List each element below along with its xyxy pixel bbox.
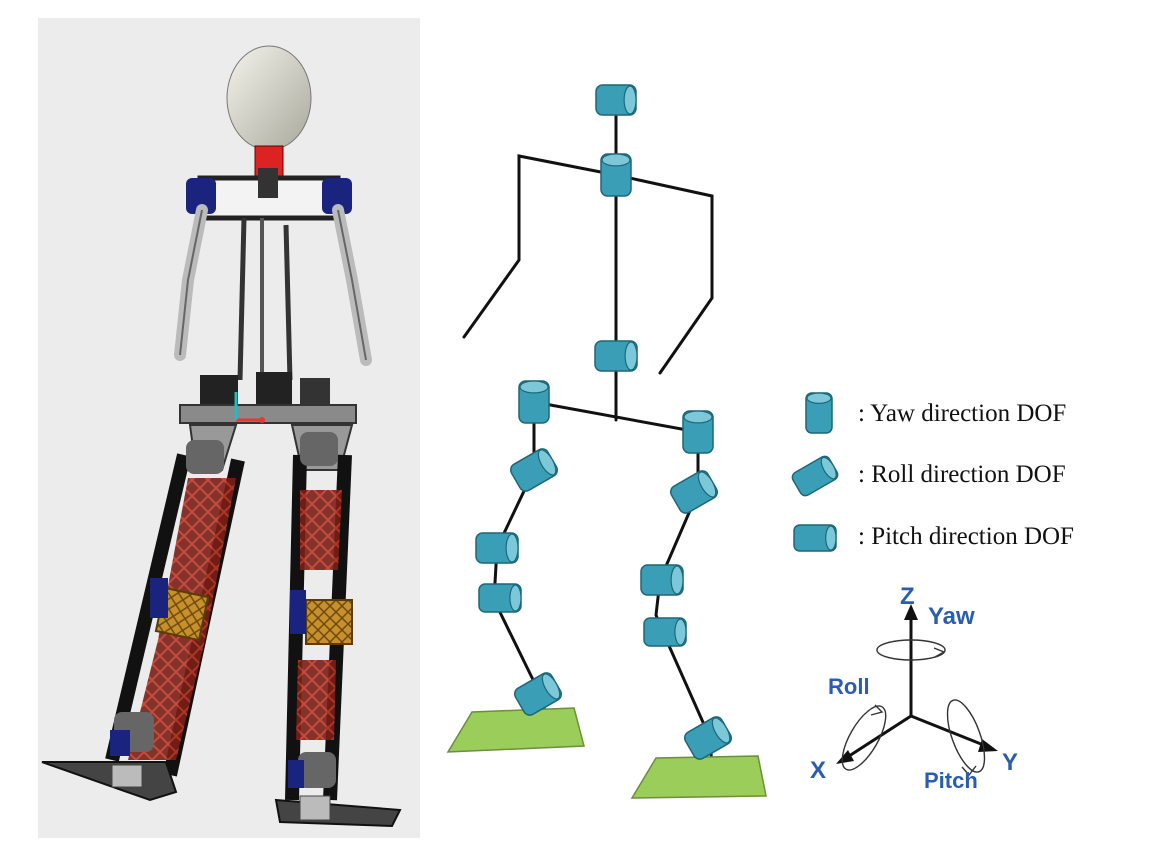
right-foot-plate — [630, 755, 767, 799]
yaw-cylinder-icon — [805, 392, 833, 434]
left-knee-pitch-joint — [478, 583, 522, 613]
neck-yaw-joint — [595, 84, 637, 116]
left-hip-roll-joint — [509, 448, 559, 492]
x-axis-arrow — [845, 714, 912, 760]
robot-pelvis — [179, 404, 357, 424]
kinematic-skeleton — [462, 98, 714, 770]
skeleton-joints — [475, 84, 733, 760]
robot-head — [226, 45, 312, 151]
right-ankle-roll-joint — [683, 716, 733, 760]
x-axis-label: X — [810, 757, 826, 784]
yaw-rotation-icon — [876, 639, 946, 661]
robot-right-leg — [274, 424, 402, 828]
robot-cad-render — [38, 18, 420, 838]
roll-cylinder-icon — [791, 455, 839, 497]
y-axis-label: Y — [1002, 749, 1018, 776]
legend-pitch-label: : Pitch direction DOF — [858, 523, 1074, 550]
y-axis-arrow — [910, 714, 987, 748]
right-hip-roll-joint — [669, 470, 719, 514]
z-axis-label: Z — [900, 583, 915, 610]
yaw-label: Yaw — [928, 603, 975, 630]
left-hip-yaw-joint — [518, 380, 550, 424]
left-arm-link — [462, 154, 618, 339]
right-knee-pitch-joint — [643, 617, 687, 647]
pitch-rotation-icon — [946, 699, 986, 773]
left-hip-pitch-joint — [475, 532, 519, 564]
left-ankle-roll-joint — [513, 672, 563, 716]
left-foot-plate — [446, 707, 585, 753]
pitch-label: Pitch — [924, 768, 978, 793]
pitch-cylinder-icon — [793, 524, 837, 552]
legend-yaw-label: : Yaw direction DOF — [858, 400, 1066, 427]
coordinate-axes: Z Yaw Roll X Y Pitch — [810, 583, 1018, 793]
torso-yaw-joint — [600, 153, 632, 197]
roll-label: Roll — [828, 674, 870, 699]
robot-left-leg — [41, 424, 245, 802]
right-arm-link — [614, 173, 714, 375]
dof-legend: : Yaw direction DOF : Roll direction DOF… — [791, 392, 1074, 552]
right-hip-pitch-joint — [640, 564, 684, 596]
waist-pitch-joint — [594, 340, 638, 372]
roll-rotation-icon — [841, 705, 887, 771]
hip-link — [532, 400, 700, 434]
right-hip-yaw-joint — [682, 410, 714, 454]
legend-roll-label: : Roll direction DOF — [858, 461, 1066, 488]
